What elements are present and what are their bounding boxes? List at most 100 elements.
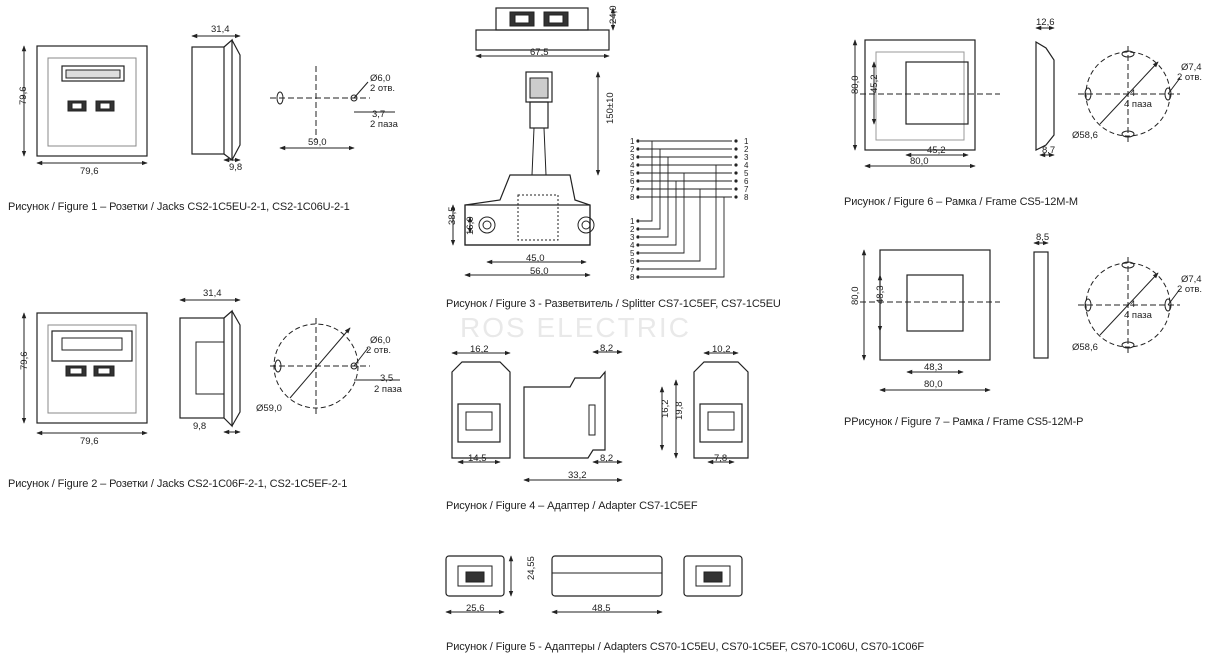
pin-number-left-top-7: 7 xyxy=(630,185,635,194)
pin-terminal xyxy=(636,243,640,247)
dim-f1-hole: Ø6,0 xyxy=(370,73,391,84)
figure-3 xyxy=(450,7,732,278)
dim-f4-d: 8,2 xyxy=(600,453,613,464)
pin-terminal xyxy=(636,267,640,271)
pin-number-left-bottom-7: 7 xyxy=(630,265,635,274)
dim-f7-width: 80,0 xyxy=(924,379,943,390)
dim-f2-depth: 31,4 xyxy=(203,288,222,299)
pin-terminal xyxy=(636,275,640,279)
dim-f6-inner-height: 45,2 xyxy=(869,75,880,94)
dim-f3-cable-length: 150±10 xyxy=(605,92,616,124)
dim-f6-hole-count: 2 отв. xyxy=(1177,72,1202,83)
dim-f1-span: 59,0 xyxy=(308,137,327,148)
figure-6 xyxy=(852,25,1181,169)
dim-f4-e: 33,2 xyxy=(568,470,587,481)
dim-f6-side: 8,7 xyxy=(1042,145,1055,156)
pin-terminal xyxy=(734,195,738,199)
dim-f1-base: 9,8 xyxy=(229,162,242,173)
caption-figure-5: Рисунок / Figure 5 - Адаптеры / Adapters… xyxy=(446,641,925,653)
caption-figure-3: Рисунок / Figure 3 - Разветвитель / Spli… xyxy=(446,298,781,310)
pin-number-left-top-8: 8 xyxy=(630,193,635,202)
pin-number-left-bottom-4: 4 xyxy=(630,241,635,250)
dim-f7-height: 80,0 xyxy=(850,287,861,306)
caption-figure-6: Рисунок / Figure 6 – Рамка / Frame CS5-1… xyxy=(844,196,1078,208)
dim-f4-c: 8,2 xyxy=(600,343,613,354)
dim-f1-height: 79,6 xyxy=(18,87,29,106)
dim-f1-depth: 31,4 xyxy=(211,24,230,35)
dim-f5-width-1: 25,6 xyxy=(466,603,485,614)
dim-f3-top-height: 24,0 xyxy=(608,6,619,25)
pin-terminal xyxy=(636,179,640,183)
wiring-diagram xyxy=(640,140,732,278)
pin-terminal xyxy=(636,187,640,191)
caption-figure-1: Рисунок / Figure 1 – Розетки / Jacks CS2… xyxy=(8,201,350,213)
caption-figure-4: Рисунок / Figure 4 – Адаптер / Adapter C… xyxy=(446,500,698,512)
dim-f4-g: 19,8 xyxy=(674,402,685,421)
dim-f4-a: 16,2 xyxy=(470,344,489,355)
pin-terminal xyxy=(636,171,640,175)
pin-number-left-bottom-3: 3 xyxy=(630,233,635,242)
pin-number-left-bottom-5: 5 xyxy=(630,249,635,258)
pin-number-left-bottom-6: 6 xyxy=(630,257,635,266)
dim-f6-slot: 4 xyxy=(1130,88,1135,99)
caption-figure-7: PРисунок / Figure 7 – Рамка / Frame CS5-… xyxy=(844,416,1084,428)
pin-number-left-top-3: 3 xyxy=(630,153,635,162)
dim-f6-hole: Ø7,4 xyxy=(1181,62,1202,73)
pin-terminal xyxy=(636,251,640,255)
dim-f7-inner-height: 48,3 xyxy=(875,286,886,305)
pin-terminal xyxy=(734,171,738,175)
pin-number-left-top-4: 4 xyxy=(630,161,635,170)
dim-f2-width: 79,6 xyxy=(80,436,99,447)
pin-terminal xyxy=(636,163,640,167)
figure-5 xyxy=(445,555,743,615)
pin-terminal xyxy=(636,227,640,231)
dim-f4-f: 16,2 xyxy=(660,400,671,419)
figure-1 xyxy=(21,33,395,166)
pin-number-left-top-6: 6 xyxy=(630,177,635,186)
pin-number-left-bottom-8: 8 xyxy=(630,273,635,282)
dim-f7-circle: Ø58,6 xyxy=(1072,342,1098,353)
dim-f2-slot-count: 2 паза xyxy=(374,384,403,395)
pin-number-left-bottom-1: 1 xyxy=(630,217,635,226)
rj45-port-icon xyxy=(67,100,87,112)
dim-f3-inner-width: 45,0 xyxy=(526,253,545,264)
dim-f2-base: 9,8 xyxy=(193,421,206,432)
pin-number-right-4: 4 xyxy=(744,161,749,170)
dim-f2-height: 79,6 xyxy=(19,352,30,371)
pin-terminal xyxy=(734,163,738,167)
pin-terminal xyxy=(636,147,640,151)
dim-f3-outer-width: 56,0 xyxy=(530,266,549,277)
pin-number-left-top-5: 5 xyxy=(630,169,635,178)
pin-terminal xyxy=(734,179,738,183)
pin-number-right-3: 3 xyxy=(744,153,749,162)
watermark: ROS ELECTRIC xyxy=(460,312,691,343)
dim-f7-hole-count: 2 отв. xyxy=(1177,284,1202,295)
dim-f4-i: 7,8 xyxy=(714,453,727,464)
pin-terminal xyxy=(734,147,738,151)
dim-f2-slot: 3,5 xyxy=(380,373,393,384)
rj45-port-icon xyxy=(95,100,115,112)
figure-4 xyxy=(451,349,749,483)
rj45-port-icon xyxy=(93,365,115,377)
dim-f5-width-2: 48,5 xyxy=(592,603,611,614)
dim-f4-h: 10,2 xyxy=(712,344,731,355)
dim-f3-mount-height: 16,0 xyxy=(465,217,476,236)
pin-terminal xyxy=(734,155,738,159)
pin-terminal xyxy=(636,195,640,199)
dim-f3-top-width: 67,5 xyxy=(530,47,549,58)
pin-terminal xyxy=(734,139,738,143)
pin-number-right-2: 2 xyxy=(744,145,749,154)
dim-f6-top: 12,6 xyxy=(1036,17,1055,28)
pin-number-right-5: 5 xyxy=(744,169,749,178)
figure-7 xyxy=(860,240,1181,393)
dim-f7-hole: Ø7,4 xyxy=(1181,274,1202,285)
pin-terminal xyxy=(636,155,640,159)
dim-f6-circle: Ø58,6 xyxy=(1072,130,1098,141)
dim-f6-inner-width: 45,2 xyxy=(927,145,946,156)
dim-f4-b: 14,5 xyxy=(468,453,487,464)
dim-f2-circle: Ø59,0 xyxy=(256,403,282,414)
dim-f2-hole-count: 2 отв. xyxy=(366,345,391,356)
